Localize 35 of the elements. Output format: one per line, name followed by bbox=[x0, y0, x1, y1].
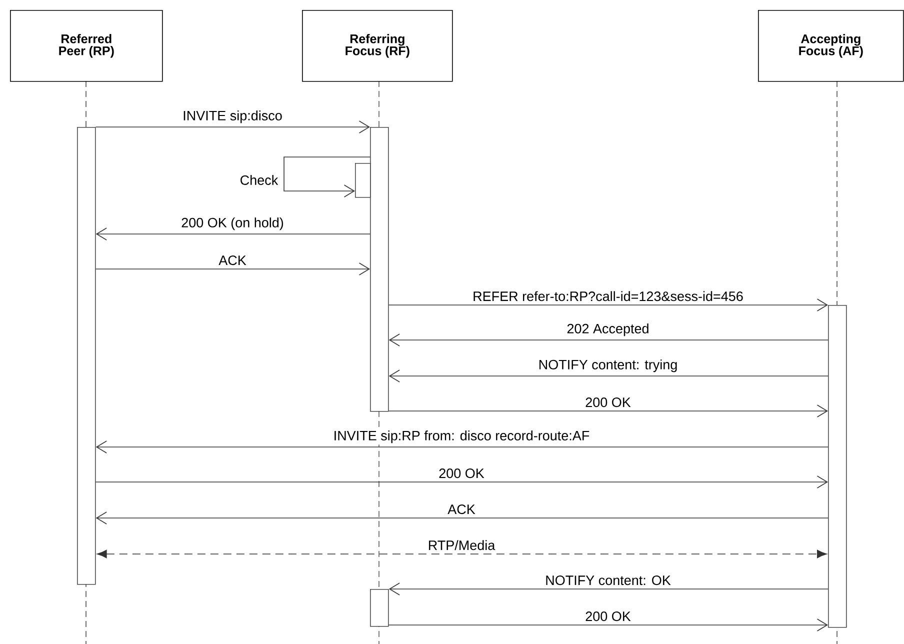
activation-bar bbox=[828, 305, 847, 628]
edge-label: 200 OK (on hold) bbox=[180, 216, 286, 232]
message-arrow bbox=[96, 440, 828, 454]
activation-bar bbox=[355, 163, 371, 198]
edge-label: NOTIFY content: OK bbox=[544, 574, 672, 587]
edge-label: INVITE sip:RP from: disco record-route:AF bbox=[332, 429, 592, 445]
message-arrow bbox=[96, 228, 370, 240]
activation-bar bbox=[77, 127, 96, 585]
message-arrow bbox=[388, 582, 828, 596]
participant-box: Referred Peer (RP) bbox=[10, 10, 163, 82]
edge-label: ACK bbox=[446, 503, 477, 516]
activation-bar bbox=[370, 589, 389, 627]
edge-label: 202 Accepted bbox=[565, 322, 651, 338]
message-arrow bbox=[96, 512, 828, 524]
edge-label: 200 OK bbox=[437, 467, 486, 480]
edge-label: INVITE sip:disco bbox=[181, 109, 284, 125]
message-arrow bbox=[284, 156, 370, 198]
edge-label: 200 OK bbox=[584, 610, 632, 623]
message-arrow bbox=[95, 262, 370, 276]
edge-label: NOTIFY content: trying bbox=[536, 358, 680, 374]
edge-label: Check bbox=[238, 174, 280, 186]
participant-box: Referring Focus (RF) bbox=[302, 10, 453, 82]
message-arrow bbox=[388, 618, 828, 632]
message-arrow bbox=[388, 298, 828, 312]
participant-box: Accepting Focus (AF) bbox=[758, 10, 904, 82]
message-arrow bbox=[388, 334, 828, 346]
edge-label: 200 OK bbox=[584, 396, 632, 409]
message-arrow bbox=[388, 370, 828, 382]
edge-label: REFER refer-to:RP?call-id=123&sess-id=456 bbox=[471, 290, 745, 303]
message-arrow bbox=[95, 120, 370, 134]
message-arrow bbox=[388, 404, 828, 418]
message-arrow bbox=[95, 476, 828, 488]
message-arrow bbox=[96, 550, 827, 558]
edge-label: ACK bbox=[217, 254, 248, 267]
edge-label: RTP/Media bbox=[426, 538, 497, 552]
